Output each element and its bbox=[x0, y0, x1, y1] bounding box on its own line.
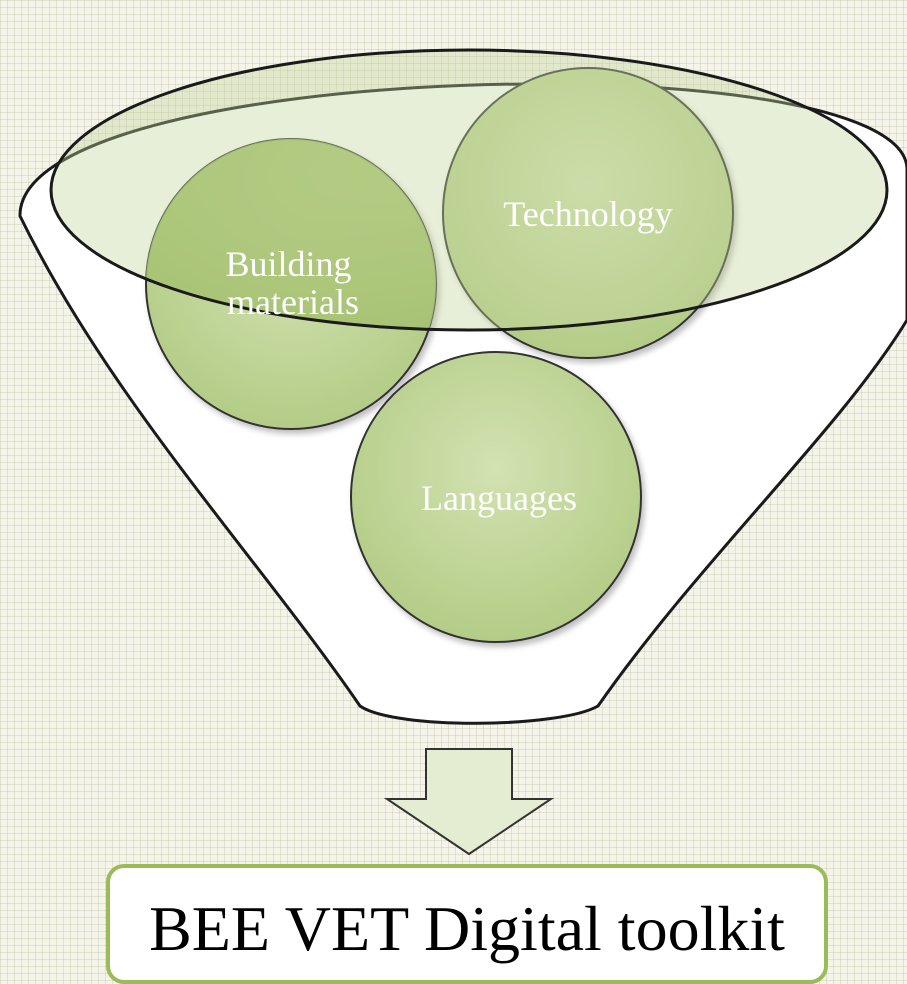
circle-label-technology: Technology bbox=[503, 194, 672, 234]
output-box: BEE VET Digital toolkit bbox=[106, 864, 828, 984]
circle-overlap-shade bbox=[146, 139, 436, 330]
circle-label-building-materials: Building materials bbox=[225, 244, 360, 322]
circle-label-languages: Languages bbox=[421, 478, 577, 518]
output-label: BEE VET Digital toolkit bbox=[149, 893, 785, 964]
circle-technology bbox=[442, 67, 734, 359]
down-arrow-icon bbox=[383, 748, 555, 856]
circle-languages bbox=[350, 351, 642, 643]
funnel-rim bbox=[49, 48, 889, 332]
